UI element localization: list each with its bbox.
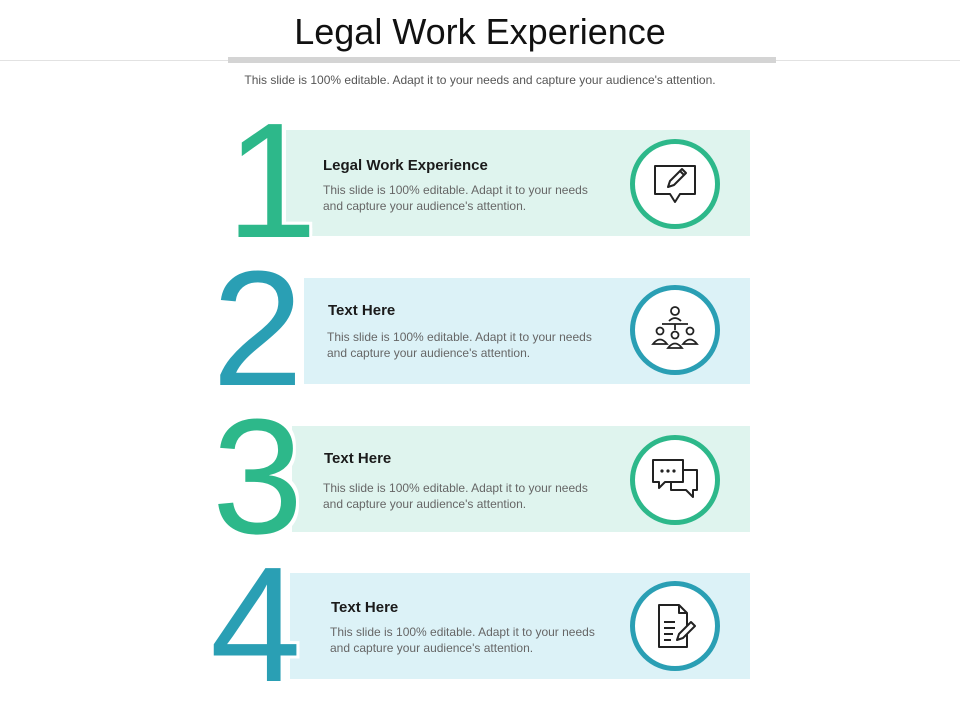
item-icon-circle-3 — [630, 435, 720, 525]
item-text-2: This slide is 100% editable. Adapt it to… — [327, 330, 592, 360]
document-pen-icon — [658, 604, 696, 648]
list-item-2: 2 Text Here This slide is 100% editable.… — [0, 237, 960, 420]
slide-title: Legal Work Experience — [294, 11, 666, 52]
item-heading-2: Text Here — [328, 302, 396, 319]
list-item-1: 1 Legal Work Experience This slide is 10… — [0, 89, 960, 272]
chat-bubbles-icon — [652, 459, 698, 498]
item-number-1: 1 — [226, 89, 318, 272]
slide-subtitle: This slide is 100% editable. Adapt it to… — [244, 73, 716, 87]
list-item-4: 4 Text Here This slide is 100% editable.… — [0, 533, 960, 716]
item-number-3: 3 — [212, 385, 304, 568]
item-icon-circle-4 — [630, 581, 720, 671]
item-number-2: 2 — [212, 237, 304, 420]
item-text-4: This slide is 100% editable. Adapt it to… — [330, 625, 595, 655]
item-heading-1: Legal Work Experience — [323, 157, 488, 174]
list-item-3: 3 Text Here This slide is 100% editable.… — [0, 385, 960, 568]
item-heading-3: Text Here — [324, 450, 392, 467]
item-heading-4: Text Here — [331, 599, 399, 616]
item-text-3: This slide is 100% editable. Adapt it to… — [323, 481, 588, 511]
item-icon-circle-1 — [630, 139, 720, 229]
title-underline — [228, 57, 776, 63]
team-meeting-icon — [651, 306, 699, 349]
item-number-4: 4 — [210, 533, 302, 716]
item-text-1: This slide is 100% editable. Adapt it to… — [323, 183, 588, 213]
item-icon-circle-2 — [630, 285, 720, 375]
pencil-speech-bubble-icon — [654, 165, 696, 203]
